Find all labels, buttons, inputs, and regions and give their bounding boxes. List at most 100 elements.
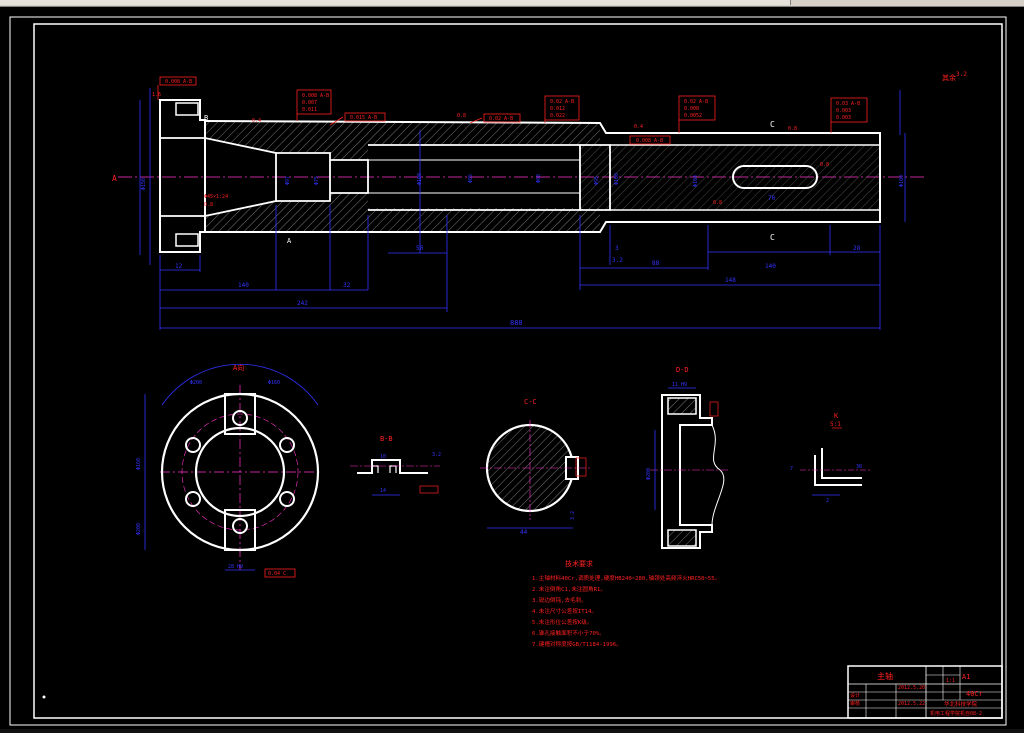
svg-text:3: 3 [615,245,619,252]
svg-text:30: 30 [856,464,862,470]
svg-text:28: 28 [853,245,861,252]
svg-text:5.未注形位公差按K级。: 5.未注形位公差按K级。 [532,618,592,626]
svg-text:Φ97: Φ97 [285,176,291,185]
toolbar-tab[interactable] [668,0,791,5]
roughness-corner-symbol: 其余 3.2 [942,71,967,82]
svg-text:3.2: 3.2 [956,71,967,78]
svg-text:主轴: 主轴 [877,671,893,681]
svg-text:0.8: 0.8 [204,202,213,208]
svg-text:0.007: 0.007 [302,100,317,106]
svg-text:0.03 A-B: 0.03 A-B [836,101,860,107]
svg-text:0.008 A-B: 0.008 A-B [302,93,329,99]
svg-text:2.未注倒角C1,未注圆角R1。: 2.未注倒角C1,未注圆角R1。 [532,585,606,593]
svg-text:C: C [770,120,775,129]
svg-text:88: 88 [652,260,660,267]
svg-text:148: 148 [725,277,736,284]
svg-text:11 H9: 11 H9 [672,382,687,388]
shaft-outline [204,120,881,233]
svg-text:C-C: C-C [524,398,537,406]
app-top-strip [0,0,1024,7]
svg-text:140: 140 [765,263,776,270]
svg-text:1:1: 1:1 [946,678,955,684]
svg-text:0.8: 0.8 [713,200,722,206]
svg-text:Φ100: Φ100 [899,175,905,187]
app-bottom-strip [0,729,1024,733]
svg-text:242: 242 [297,300,308,307]
svg-text:Φ95: Φ95 [594,176,600,185]
keyway-slot [732,165,818,189]
svg-text:2: 2 [826,498,829,504]
svg-text:140: 140 [238,282,249,289]
svg-text:1.6: 1.6 [152,92,161,98]
svg-text:0.4: 0.4 [634,124,643,130]
svg-text:0.02 A-B: 0.02 A-B [550,99,574,105]
svg-text:Φ200: Φ200 [136,523,142,535]
svg-text:A向: A向 [233,363,244,372]
svg-text:880: 880 [510,319,523,327]
svg-text:0.4: 0.4 [252,118,261,124]
svg-text:32: 32 [343,282,351,289]
svg-text:12: 12 [175,263,183,270]
svg-text:2012.5.20: 2012.5.20 [898,685,925,691]
svg-text:3.2: 3.2 [570,511,576,520]
svg-text:0.02 A-B: 0.02 A-B [684,99,708,105]
view-d-d: D-D Φ200 11 H9 [646,366,730,549]
svg-text:40Cr: 40Cr [966,690,983,698]
svg-text:28 H9: 28 H9 [228,564,243,570]
svg-text:7: 7 [790,466,793,472]
svg-text:70: 70 [768,195,776,202]
flange-outline [159,99,206,253]
svg-text:Φ150: Φ150 [141,178,147,190]
svg-text:Φ160: Φ160 [268,380,280,386]
svg-text:0.8: 0.8 [820,162,829,168]
svg-text:5:1: 5:1 [830,421,841,428]
view-k-detail: K 5:1 7 2 30 [790,412,870,504]
svg-text:50: 50 [416,245,424,252]
svg-text:设计: 设计 [850,692,860,699]
svg-text:审核: 审核 [850,700,860,707]
technical-requirements: 技术要求 1.主轴材料40Cr,调质处理,硬度HB240~280,轴颈处高频淬火… [532,559,720,648]
svg-text:A1: A1 [962,673,970,681]
svg-text:华北科技学院: 华北科技学院 [944,700,978,708]
view-b-b: B-B 10 14 3.2 [350,435,441,496]
svg-text:技术要求: 技术要求 [565,559,593,568]
svg-text:7.键槽对称度按GB/T1184-1996。: 7.键槽对称度按GB/T1184-1996。 [532,640,622,648]
view-a-flange: A向 Φ200 Φ160 Φ160 Φ200 28 H9 0.04 C [136,363,322,578]
outer-frame [9,16,1007,726]
svg-text:44: 44 [520,529,528,536]
svg-text:0.02 A-B: 0.02 A-B [489,116,513,122]
svg-text:14: 14 [380,488,386,494]
svg-text:A: A [112,174,117,183]
view-c-c: C-C 44 3.2 [480,398,590,536]
svg-text:Φ104: Φ104 [693,175,699,187]
main-shaft-view: B A A C C [112,76,925,330]
svg-text:0.022: 0.022 [550,113,565,119]
svg-text:A: A [287,237,292,245]
svg-text:Φ200: Φ200 [190,380,202,386]
svg-text:0.008: 0.008 [684,106,699,112]
svg-text:0.015 A-B: 0.015 A-B [350,115,377,121]
svg-text:机电工程学院机自08-2: 机电工程学院机自08-2 [930,710,982,717]
svg-text:4.未注尺寸公差按IT14。: 4.未注尺寸公差按IT14。 [532,607,597,615]
svg-text:0.011: 0.011 [302,107,317,113]
svg-text:2012.5.22: 2012.5.22 [898,701,925,707]
svg-text:K: K [834,412,839,420]
svg-text:6.锥孔接触面积不小于70%。: 6.锥孔接触面积不小于70%。 [532,629,605,637]
svg-text:Φ75: Φ75 [314,176,320,185]
svg-text:Φ68: Φ68 [536,174,542,183]
svg-text:1.主轴材料40Cr,调质处理,硬度HB240~280,轴颈: 1.主轴材料40Cr,调质处理,硬度HB240~280,轴颈处高频淬火HRC50… [532,574,720,582]
origin-marker [42,695,46,699]
svg-text:0.8: 0.8 [457,113,466,119]
svg-text:Φ85: Φ85 [468,174,474,183]
svg-text:B-B: B-B [380,435,393,443]
svg-text:Φ160: Φ160 [136,458,142,470]
svg-text:其余: 其余 [942,73,956,82]
svg-text:B: B [204,114,208,122]
svg-text:3.2: 3.2 [612,257,623,264]
svg-text:10: 10 [380,454,386,460]
svg-text:D-D: D-D [676,366,689,374]
svg-text:0.003: 0.003 [836,108,851,114]
svg-text:0.008 A-B: 0.008 A-B [636,138,663,144]
svg-text:0.012: 0.012 [550,106,565,112]
